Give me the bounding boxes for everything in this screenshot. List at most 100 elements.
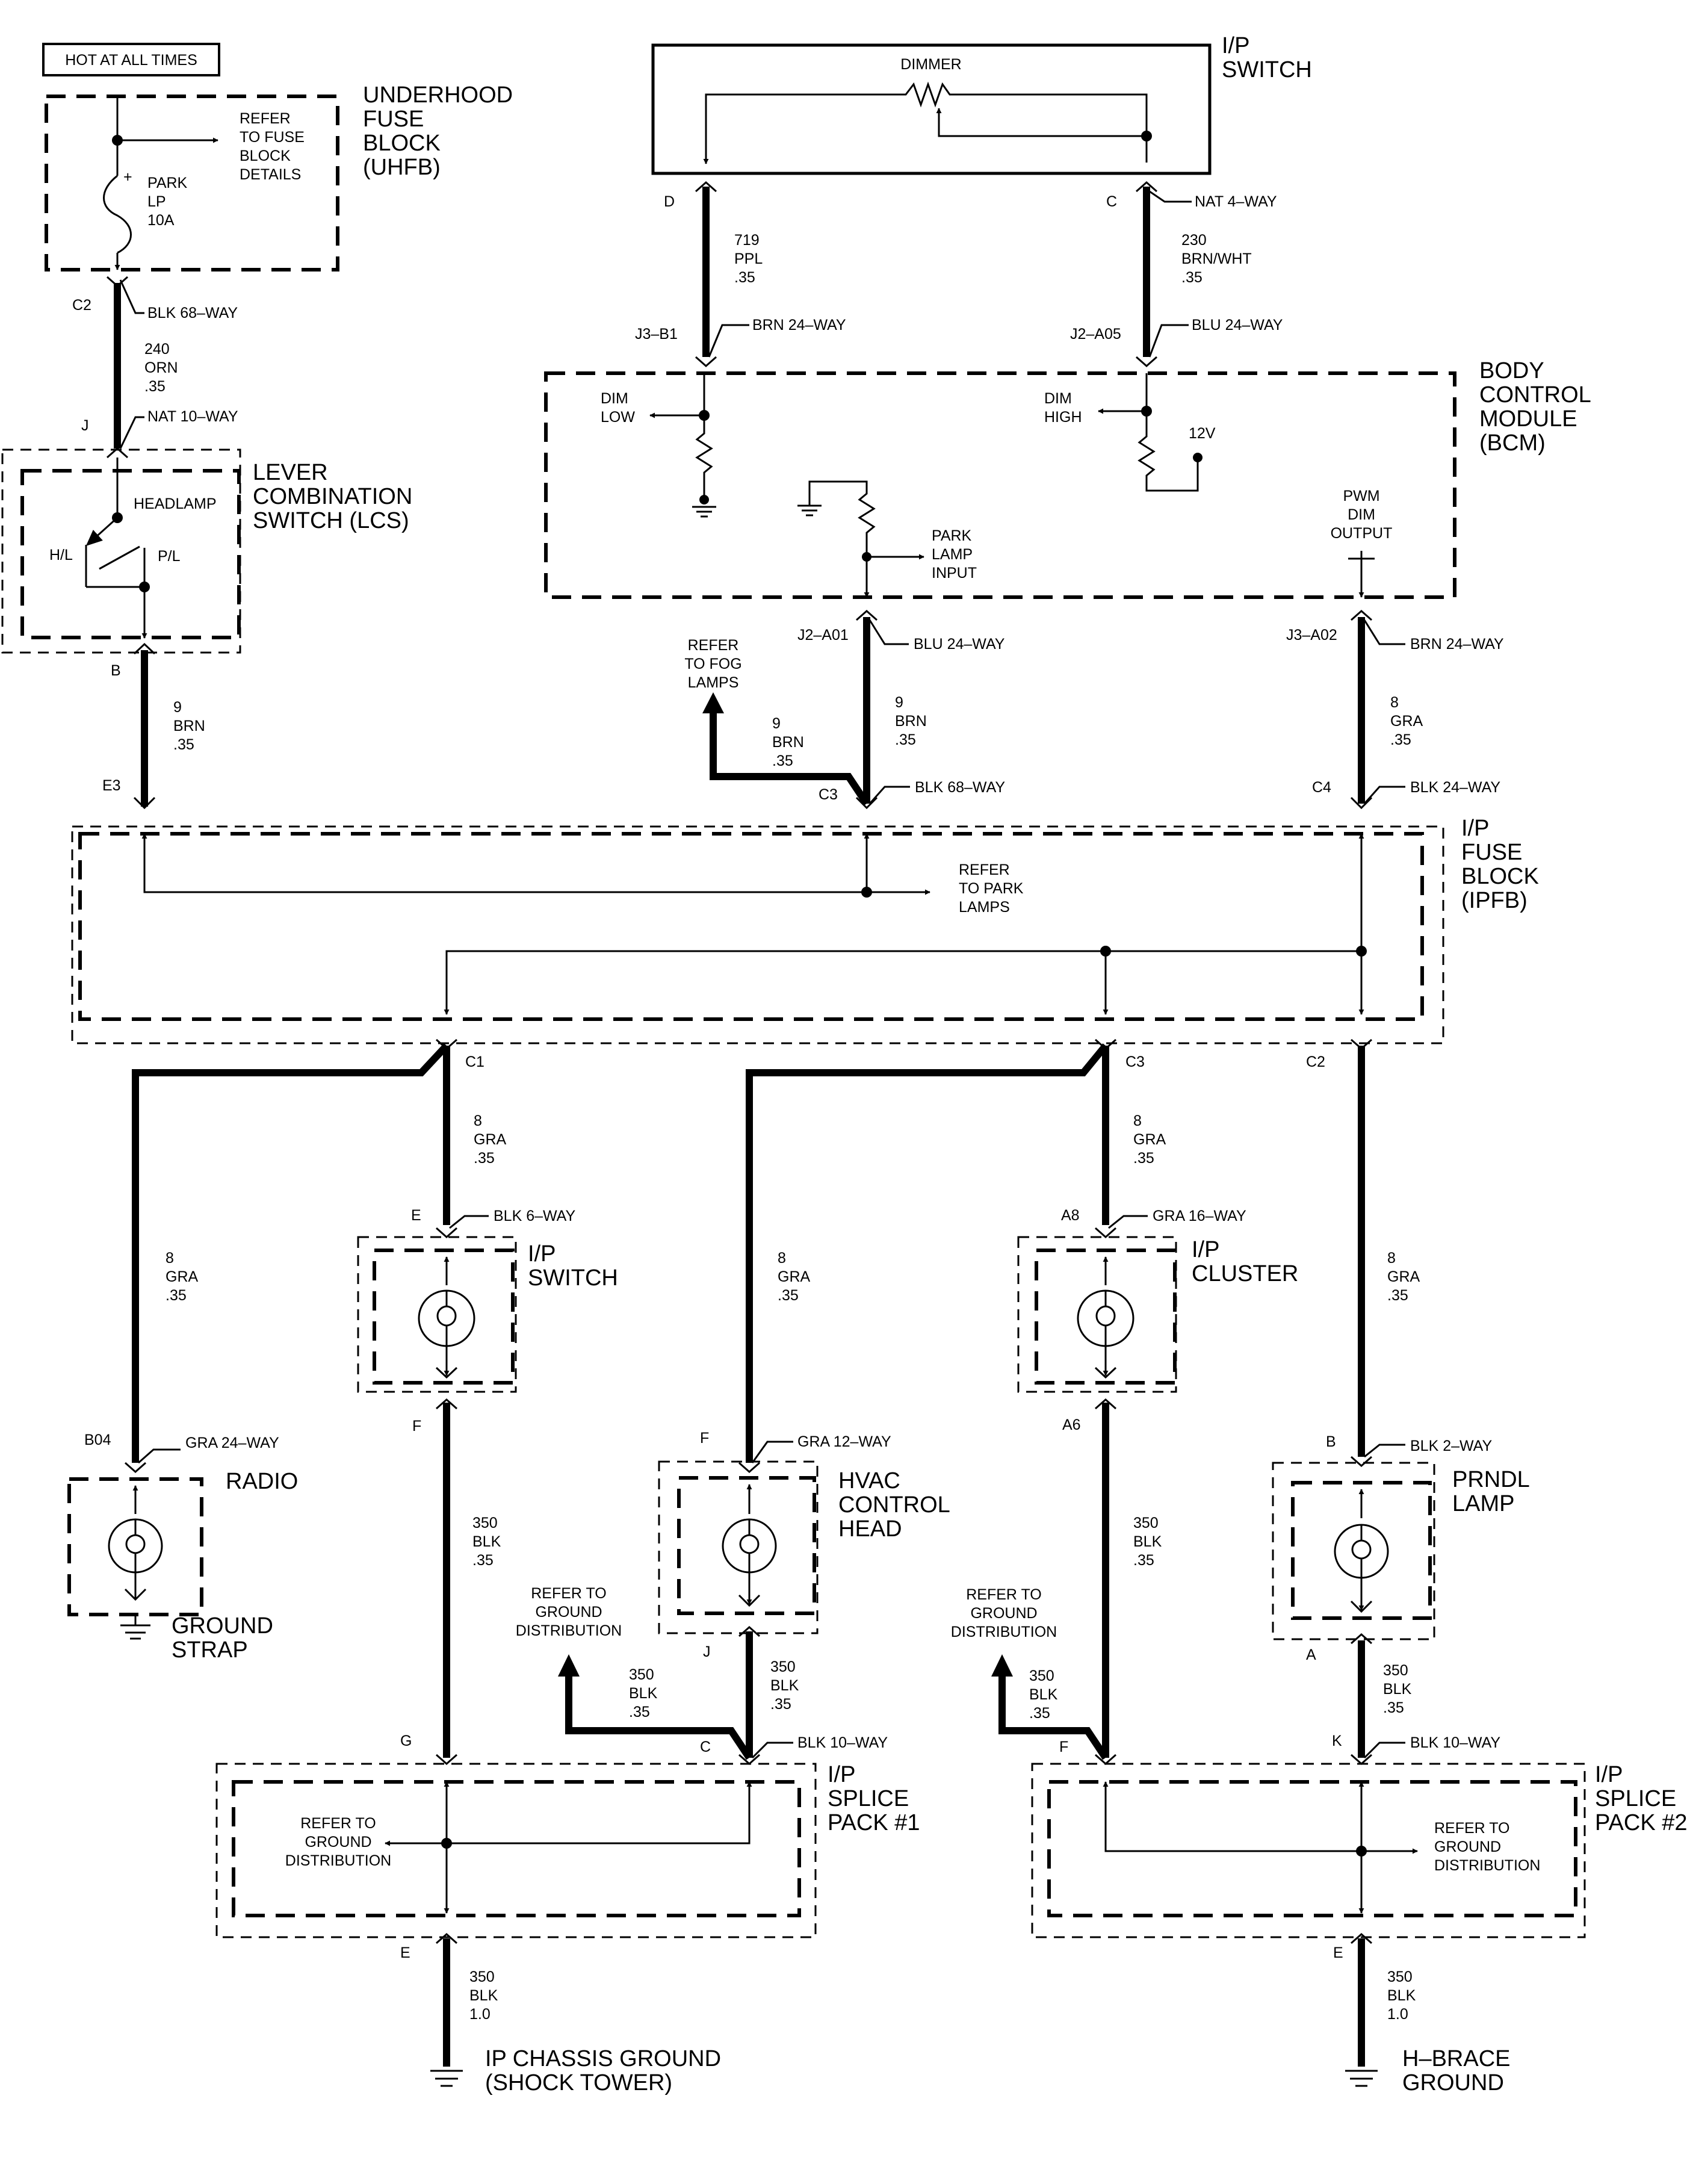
bulb-icon-ip-cluster xyxy=(1077,1256,1134,1379)
fuse-icon: + xyxy=(103,169,132,254)
ip-switch-top-box xyxy=(651,43,1212,175)
conn-nat4: NAT 4–WAY xyxy=(1195,193,1277,210)
conn-blk68-top: BLK 68–WAY xyxy=(147,305,238,321)
conn-gra16: GRA 16–WAY xyxy=(1153,1208,1246,1224)
ground-icon-dim-low xyxy=(692,506,716,518)
conn-c-sp1: C xyxy=(700,1739,711,1755)
conn-gra24: GRA 24–WAY xyxy=(185,1435,279,1451)
conn-j-hvac: J xyxy=(703,1643,711,1660)
bulb-icon-radio xyxy=(108,1485,163,1601)
conn-e-sp2: E xyxy=(1333,1944,1343,1961)
conn-blu24-mid: BLU 24–WAY xyxy=(914,636,1005,653)
headlamp-label: HEADLAMP xyxy=(134,495,217,512)
conn-f-sw: F xyxy=(412,1418,421,1435)
prndl-box xyxy=(1291,1481,1432,1620)
conn-blk10-2: BLK 10–WAY xyxy=(1410,1734,1500,1751)
ground-icon-radio xyxy=(120,1624,150,1640)
ground-icon-ip-chassis xyxy=(430,2070,463,2087)
conn-c1: C1 xyxy=(465,1053,484,1070)
conn-b-prndl: B xyxy=(1326,1433,1336,1450)
conn-c2-uhfb: C2 xyxy=(72,297,91,314)
conn-c4: C4 xyxy=(1312,779,1331,796)
conn-blk24: BLK 24–WAY xyxy=(1410,779,1500,796)
radio-label: RADIO xyxy=(226,1469,298,1494)
conn-c-ipsw: C xyxy=(1106,193,1117,210)
conn-nat10: NAT 10–WAY xyxy=(147,408,238,425)
conn-brn24-mid: BRN 24–WAY xyxy=(1410,636,1504,653)
conn-a-prndl: A xyxy=(1306,1646,1316,1663)
conn-j2a05: J2–A05 xyxy=(1070,326,1121,343)
hvac-outer xyxy=(658,1460,819,1634)
conn-j2a01: J2–A01 xyxy=(797,627,849,644)
bulb-icon-hvac xyxy=(722,1484,777,1607)
hot-label-box xyxy=(42,43,220,76)
ipfb-box xyxy=(78,832,1424,1021)
conn-b-lcs: B xyxy=(111,662,121,679)
splice2-outer xyxy=(1031,1763,1586,1938)
lcs-box xyxy=(20,469,241,639)
conn-j-lcs: J xyxy=(81,417,89,434)
conn-brn24-top: BRN 24–WAY xyxy=(752,317,846,333)
pl-label: P/L xyxy=(158,548,181,565)
conn-blk2: BLK 2–WAY xyxy=(1410,1438,1492,1454)
conn-k-sp2: K xyxy=(1332,1733,1342,1749)
prndl-outer xyxy=(1272,1462,1435,1640)
bcm-box xyxy=(544,371,1456,599)
conn-b04: B04 xyxy=(84,1432,111,1448)
conn-c2-bot: C2 xyxy=(1306,1053,1325,1070)
conn-a6: A6 xyxy=(1062,1416,1081,1433)
conn-gra12: GRA 12–WAY xyxy=(797,1433,891,1450)
bulb-icon-prndl xyxy=(1334,1489,1389,1613)
dimmer-label: DIMMER xyxy=(900,56,961,73)
ip-cluster-outer xyxy=(1017,1236,1177,1393)
ip-switch-lamp-box xyxy=(373,1249,515,1385)
conn-f-sp2: F xyxy=(1059,1739,1068,1755)
svg-text:+: + xyxy=(123,169,132,185)
ground-ip-chassis-label: IP CHASSIS GROUND(SHOCK TOWER) xyxy=(485,2046,721,2096)
conn-j3b1: J3–B1 xyxy=(635,326,678,343)
conn-d-ipsw: D xyxy=(664,193,675,210)
conn-c3-top: C3 xyxy=(819,786,838,803)
hvac-box xyxy=(677,1476,816,1615)
splice1-box xyxy=(232,1780,801,1917)
conn-e-sp1: E xyxy=(400,1944,410,1961)
ipfb-outer xyxy=(71,825,1444,1044)
hl-label: H/L xyxy=(49,547,73,563)
conn-f-hvac: F xyxy=(700,1430,709,1447)
conn-c3-bot: C3 xyxy=(1125,1053,1145,1070)
bulb-icon-ip-switch xyxy=(418,1256,475,1379)
conn-blu24-top: BLU 24–WAY xyxy=(1192,317,1283,333)
